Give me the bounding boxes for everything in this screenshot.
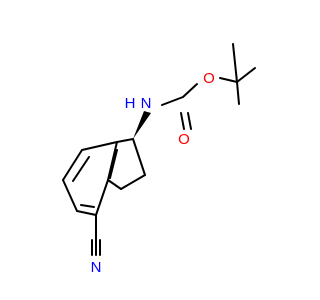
bond-carbonyl-double-b: [187, 112, 192, 130]
atom-label-nitrogen-amine: N: [141, 95, 152, 112]
bond-c7-c6: [62, 149, 83, 181]
bond-oxygen-to-carbonyl-carbon: [182, 83, 198, 98]
bond-tbu-to-oxygen: [219, 77, 238, 83]
bond-carbonyl-to-nitrogen: [161, 96, 184, 106]
bond-c4-c3a: [95, 179, 109, 216]
atom-label-oxygen-ether: O: [203, 70, 215, 87]
bond-c3a-c7a: [107, 141, 118, 181]
bond-carbonyl-double-a: [180, 112, 185, 130]
bond-c5-c4: [76, 210, 97, 216]
atom-label-hydrogen-amine: H: [125, 95, 136, 112]
atom-label-layer: N H O O N: [91, 70, 215, 276]
molecule-structure: N H O O N: [62, 43, 256, 276]
bond-c7a-c7: [81, 141, 118, 151]
bond-c1-c2: [132, 138, 146, 176]
bond-tbu-methyl-top: [232, 43, 238, 83]
bond-c2-c3: [120, 174, 146, 190]
bond-tbu-methyl-bottom: [236, 81, 240, 105]
stereo-wedge-bond: [133, 111, 151, 139]
atom-label-nitrogen-nitrile: N: [91, 259, 102, 276]
bond-c7a-c1: [116, 138, 134, 143]
bond-c3-c3a: [107, 179, 122, 190]
bond-aromatic-inner-3: [109, 149, 118, 179]
bond-aromatic-inner-1: [72, 156, 90, 182]
bond-c6-c5: [62, 179, 78, 212]
bond-layer: [62, 43, 256, 256]
atom-label-oxygen-carbonyl: O: [178, 131, 190, 148]
bond-aromatic-inner-2: [80, 204, 95, 208]
bond-tbu-methyl-right: [236, 67, 256, 83]
